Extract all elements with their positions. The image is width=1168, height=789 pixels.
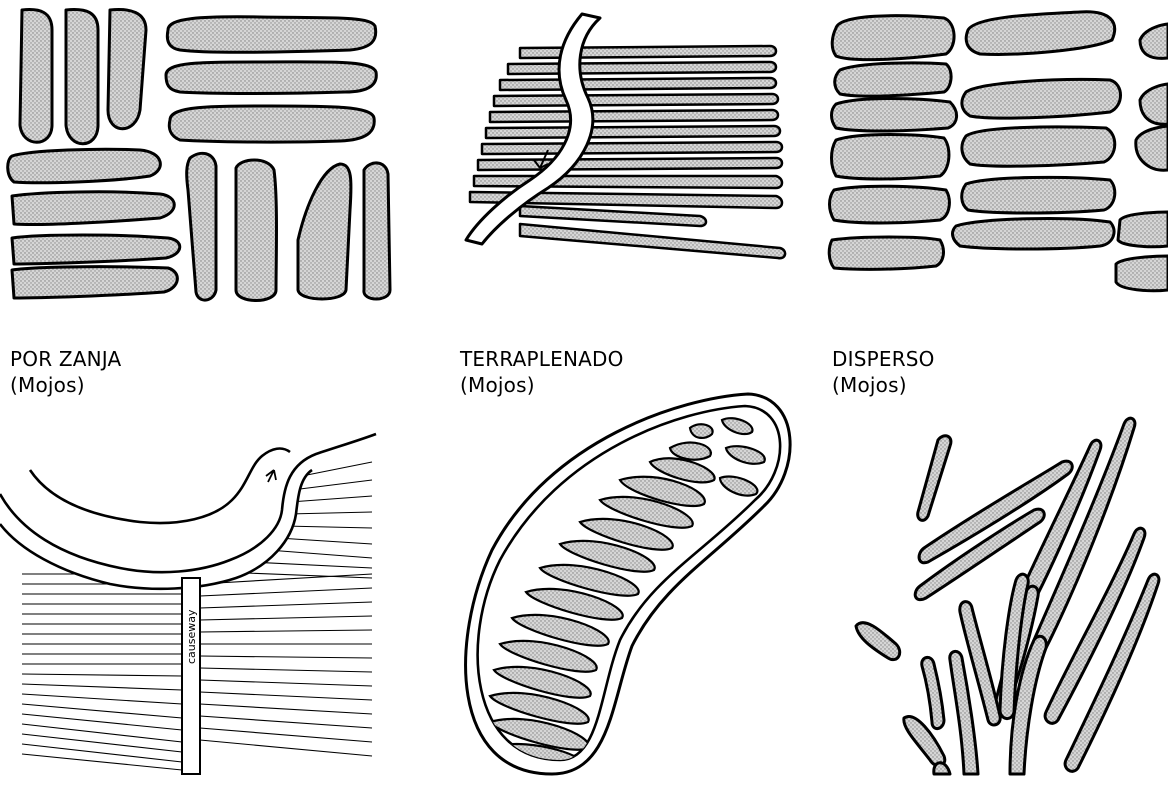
zanja-fields [8,10,390,301]
river-bank-inner [30,449,290,523]
causeway-road [182,578,200,774]
flow-arrow-icon [266,470,276,482]
field-line [22,674,182,676]
caption-title: DISPERSO [832,346,935,372]
field [478,158,782,170]
field-line [200,656,372,658]
field-line [200,728,372,742]
field [962,80,1121,119]
field-line [200,588,372,596]
field-line [200,704,372,714]
causeway-lines-left [22,574,182,770]
field [8,149,161,183]
caption-zanja: POR ZANJA (Mojos) [10,346,121,398]
field [1140,24,1168,58]
field-line [288,512,372,514]
terraplenado-top-fields [470,46,785,258]
field [490,110,778,122]
field [66,10,98,144]
field [832,16,954,60]
field [918,436,951,521]
field-line [268,550,372,558]
field [12,235,180,264]
field-line [22,694,182,704]
caption-title: POR ZANJA [10,346,121,372]
field [962,127,1115,166]
field [500,78,776,90]
field [12,192,174,225]
field [167,17,375,53]
field-line [22,744,182,762]
field [832,99,957,132]
field [486,126,780,138]
disperso-top-fields [829,12,1168,291]
field [482,142,782,154]
field-line [200,692,372,700]
causeway-lines-right [200,574,372,756]
field-line [22,734,182,752]
field [108,10,146,129]
field [298,164,351,299]
field [236,160,277,301]
field [835,63,951,96]
field [12,267,177,298]
field-line [200,630,372,632]
field [1116,256,1168,291]
field-line [250,562,372,568]
field [922,657,944,728]
field [1118,212,1168,247]
field-line [284,526,372,528]
caption-subtitle: (Mojos) [832,372,935,398]
caption-disperso: DISPERSO (Mojos) [832,346,935,398]
field-line [200,616,372,620]
field [1140,84,1168,124]
field [494,94,778,106]
field-line [200,668,372,672]
caption-subtitle: (Mojos) [10,372,121,398]
field [508,62,776,74]
field [520,206,706,226]
field [166,62,376,94]
field [856,623,900,660]
field-line [22,724,182,742]
field [690,424,713,438]
field-line [200,680,372,686]
field-line [290,496,372,502]
field [364,163,390,299]
field [934,763,950,774]
field [829,237,943,269]
field [520,224,785,258]
causeway-label: causeway [185,609,198,664]
field-line [22,684,182,690]
disperso-bottom-fields [856,418,1159,774]
caption-terraplenado: TERRAPLENADO (Mojos) [460,346,624,398]
caption-subtitle: (Mojos) [460,372,624,398]
field-line [22,754,182,770]
field [20,10,52,143]
field [966,12,1114,55]
field [169,106,374,142]
field-line [200,740,372,756]
field-line [200,602,372,608]
field [520,46,776,58]
field-line [278,538,372,544]
field [1136,126,1168,170]
field-line [200,716,372,728]
caption-title: TERRAPLENADO [460,346,624,372]
field [953,219,1115,249]
field [962,177,1115,213]
field [187,153,216,300]
field [832,135,949,180]
field [830,186,950,223]
